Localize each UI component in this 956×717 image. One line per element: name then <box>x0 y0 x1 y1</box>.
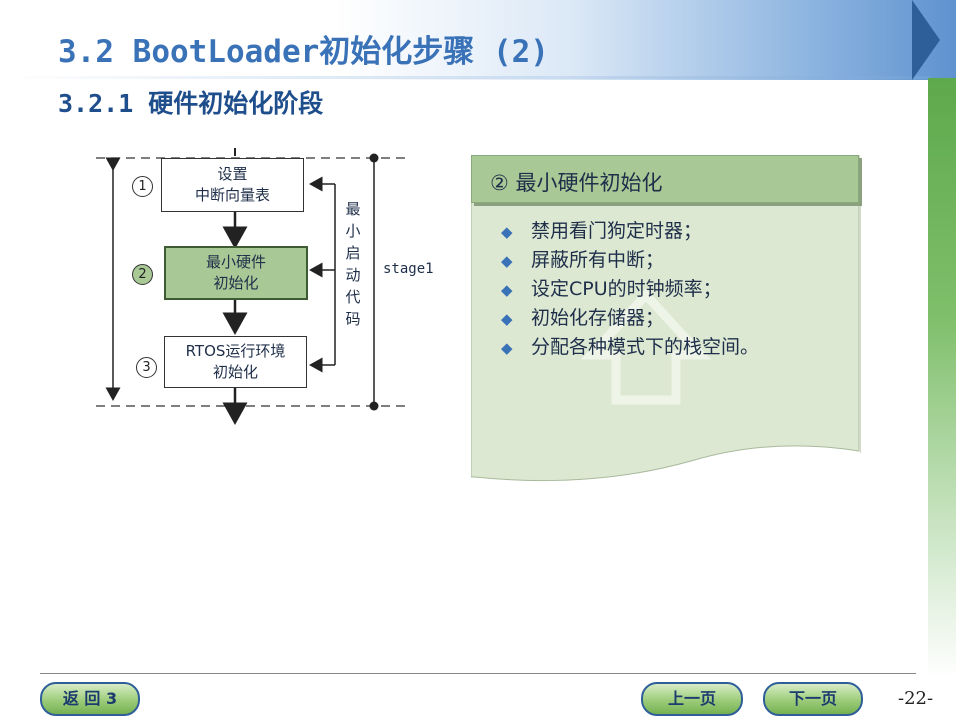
side-label-char: 码 <box>345 310 361 328</box>
step-number: 2 <box>132 264 153 285</box>
side-label-char: 动 <box>345 266 361 284</box>
diamond-bullet-icon: ◆ <box>501 310 513 328</box>
diamond-bullet-icon: ◆ <box>501 339 513 357</box>
footer-divider <box>40 673 916 674</box>
side-label-char: 启 <box>345 244 361 262</box>
list-item: ◆ 初始化存储器； <box>501 304 759 333</box>
side-label-min-boot-code: 最小启动代码 <box>344 198 362 330</box>
list-item-text: 设定CPU的时钟频率； <box>531 278 722 300</box>
section-subtitle: 3.2.1 硬件初始化阶段 <box>58 89 324 118</box>
next-page-button[interactable]: 下一页 <box>763 682 863 716</box>
diamond-bullet-icon: ◆ <box>501 223 513 241</box>
back-button[interactable]: 返 回 3 <box>40 682 140 716</box>
diamond-bullet-icon: ◆ <box>501 281 513 299</box>
side-label-char: 小 <box>345 222 361 240</box>
list-item: ◆ 设定CPU的时钟频率； <box>501 275 759 304</box>
diagram-lines <box>96 148 410 425</box>
step-line: 中断向量表 <box>194 186 270 204</box>
step-line: 初始化 <box>212 363 258 381</box>
list-item-text: 初始化存储器； <box>531 307 665 329</box>
note-heading: ② 最小硬件初始化 <box>490 171 663 195</box>
step-box-min-hardware-init: 最小硬件 初始化 <box>164 246 308 300</box>
step-line: 初始化 <box>213 274 259 292</box>
header-arrow-icon <box>912 0 940 80</box>
side-label-char: 代 <box>345 288 361 306</box>
note-card-header: ② 最小硬件初始化 <box>471 155 859 203</box>
side-decoration <box>928 78 956 678</box>
header-banner <box>0 0 956 80</box>
step-box-rtos-env-init: RTOS运行环境 初始化 <box>164 336 307 388</box>
note-list: ◆ 禁用看门狗定时器； ◆ 屏蔽所有中断； ◆ 设定CPU的时钟频率； ◆ 初始化存储器… <box>501 217 759 362</box>
step-number: 1 <box>132 176 153 197</box>
stage-diagram: 1 设置 中断向量表 2 最小硬件 初始化 3 RTOS运行环境 初始化 最小启… <box>90 148 440 438</box>
step-line: 最小硬件 <box>205 253 266 271</box>
list-item: ◆ 分配各种模式下的栈空间。 <box>501 333 759 362</box>
note-card: ② 最小硬件初始化 ◆ 禁用看门狗定时器； ◆ 屏蔽所有中断； ◆ 设定CPU的时钟频… <box>471 155 861 490</box>
list-item-text: 分配各种模式下的栈空间。 <box>531 336 760 358</box>
side-label-char: 最 <box>345 200 361 218</box>
step-number: 3 <box>136 357 157 378</box>
list-item: ◆ 屏蔽所有中断； <box>501 246 759 275</box>
list-item: ◆ 禁用看门狗定时器； <box>501 217 759 246</box>
card-paper <box>471 155 861 482</box>
step-box-interrupt-vector: 设置 中断向量表 <box>161 158 304 212</box>
stage-label: stage1 <box>383 261 434 277</box>
step-line: RTOS运行环境 <box>185 342 286 360</box>
list-item-text: 屏蔽所有中断； <box>531 249 665 271</box>
list-item-text: 禁用看门狗定时器； <box>531 220 703 242</box>
page-number: -22- <box>898 688 934 709</box>
prev-page-button[interactable]: 上一页 <box>641 682 743 716</box>
page-title: 3.2 BootLoader初始化步骤 (2) <box>58 34 549 70</box>
diamond-bullet-icon: ◆ <box>501 252 513 270</box>
step-line: 设置 <box>217 165 248 183</box>
